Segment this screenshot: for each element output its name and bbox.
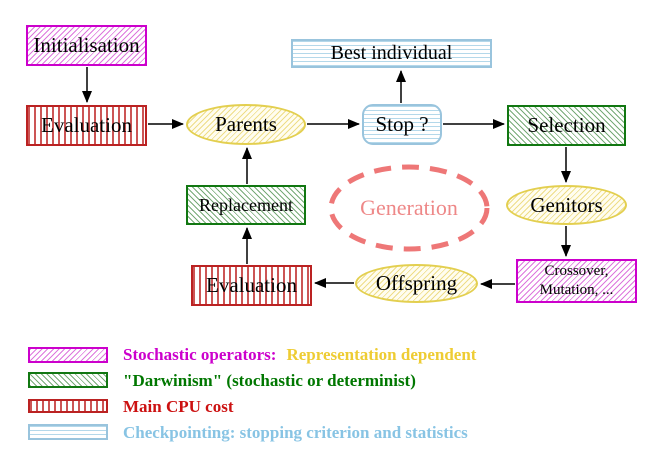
node-stop-label: Stop ?	[375, 112, 429, 136]
node-selection: Selection	[507, 105, 626, 146]
node-genitors: Genitors	[506, 185, 627, 225]
legend-row-checkpointing: Checkpointing: stopping criterion and st…	[123, 423, 468, 443]
node-offspring-label: Offspring	[375, 271, 458, 295]
node-crossover-line2: Mutation, ...	[539, 282, 614, 298]
generation-cycle-label-container: Generation	[328, 166, 490, 250]
node-best-individual-label: Best individual	[330, 42, 453, 64]
legend-swatch-magenta-hatch	[28, 347, 108, 363]
legend-row-darwinism: "Darwinism" (stochastic or determinist)	[123, 371, 416, 391]
node-replacement-label: Replacement	[199, 194, 293, 215]
node-replacement: Replacement	[186, 185, 306, 225]
node-evaluation-top-label: Evaluation	[41, 113, 132, 137]
legend-label-representation-dependent: Representation dependent	[286, 345, 477, 364]
legend-row-main-cpu-cost: Main CPU cost	[123, 397, 233, 417]
legend-swatch-red-stripes	[28, 399, 108, 413]
legend-swatch-cyan-stripes	[28, 424, 108, 440]
legend-swatch-green-hatch	[28, 372, 108, 388]
legend-label-stochastic-operators: Stochastic operators:	[123, 345, 277, 364]
legend-label-darwinism: "Darwinism" (stochastic or determinist)	[123, 371, 416, 390]
node-crossover-mutation: Crossover, Mutation, ...	[516, 259, 637, 303]
generation-cycle-label: Generation	[360, 195, 458, 220]
node-initialisation: Initialisation	[26, 25, 147, 66]
legend-label-main-cpu-cost: Main CPU cost	[123, 397, 234, 416]
node-evaluation-bottom: Evaluation	[191, 265, 312, 306]
node-best-individual: Best individual	[291, 39, 492, 68]
node-selection-label: Selection	[527, 113, 606, 137]
legend-row-stochastic-operators: Stochastic operators: Representation depe…	[123, 345, 476, 365]
node-evaluation-bottom-label: Evaluation	[206, 273, 297, 297]
node-offspring: Offspring	[355, 264, 478, 303]
node-initialisation-label: Initialisation	[33, 33, 140, 57]
node-parents-label: Parents	[215, 112, 277, 136]
node-evaluation-top: Evaluation	[26, 105, 147, 146]
legend-label-checkpointing: Checkpointing: stopping criterion and st…	[123, 423, 468, 442]
node-parents: Parents	[186, 104, 306, 145]
node-genitors-label: Genitors	[530, 192, 603, 217]
node-stop: Stop ?	[362, 104, 442, 145]
node-crossover-line1: Crossover,	[544, 263, 609, 280]
